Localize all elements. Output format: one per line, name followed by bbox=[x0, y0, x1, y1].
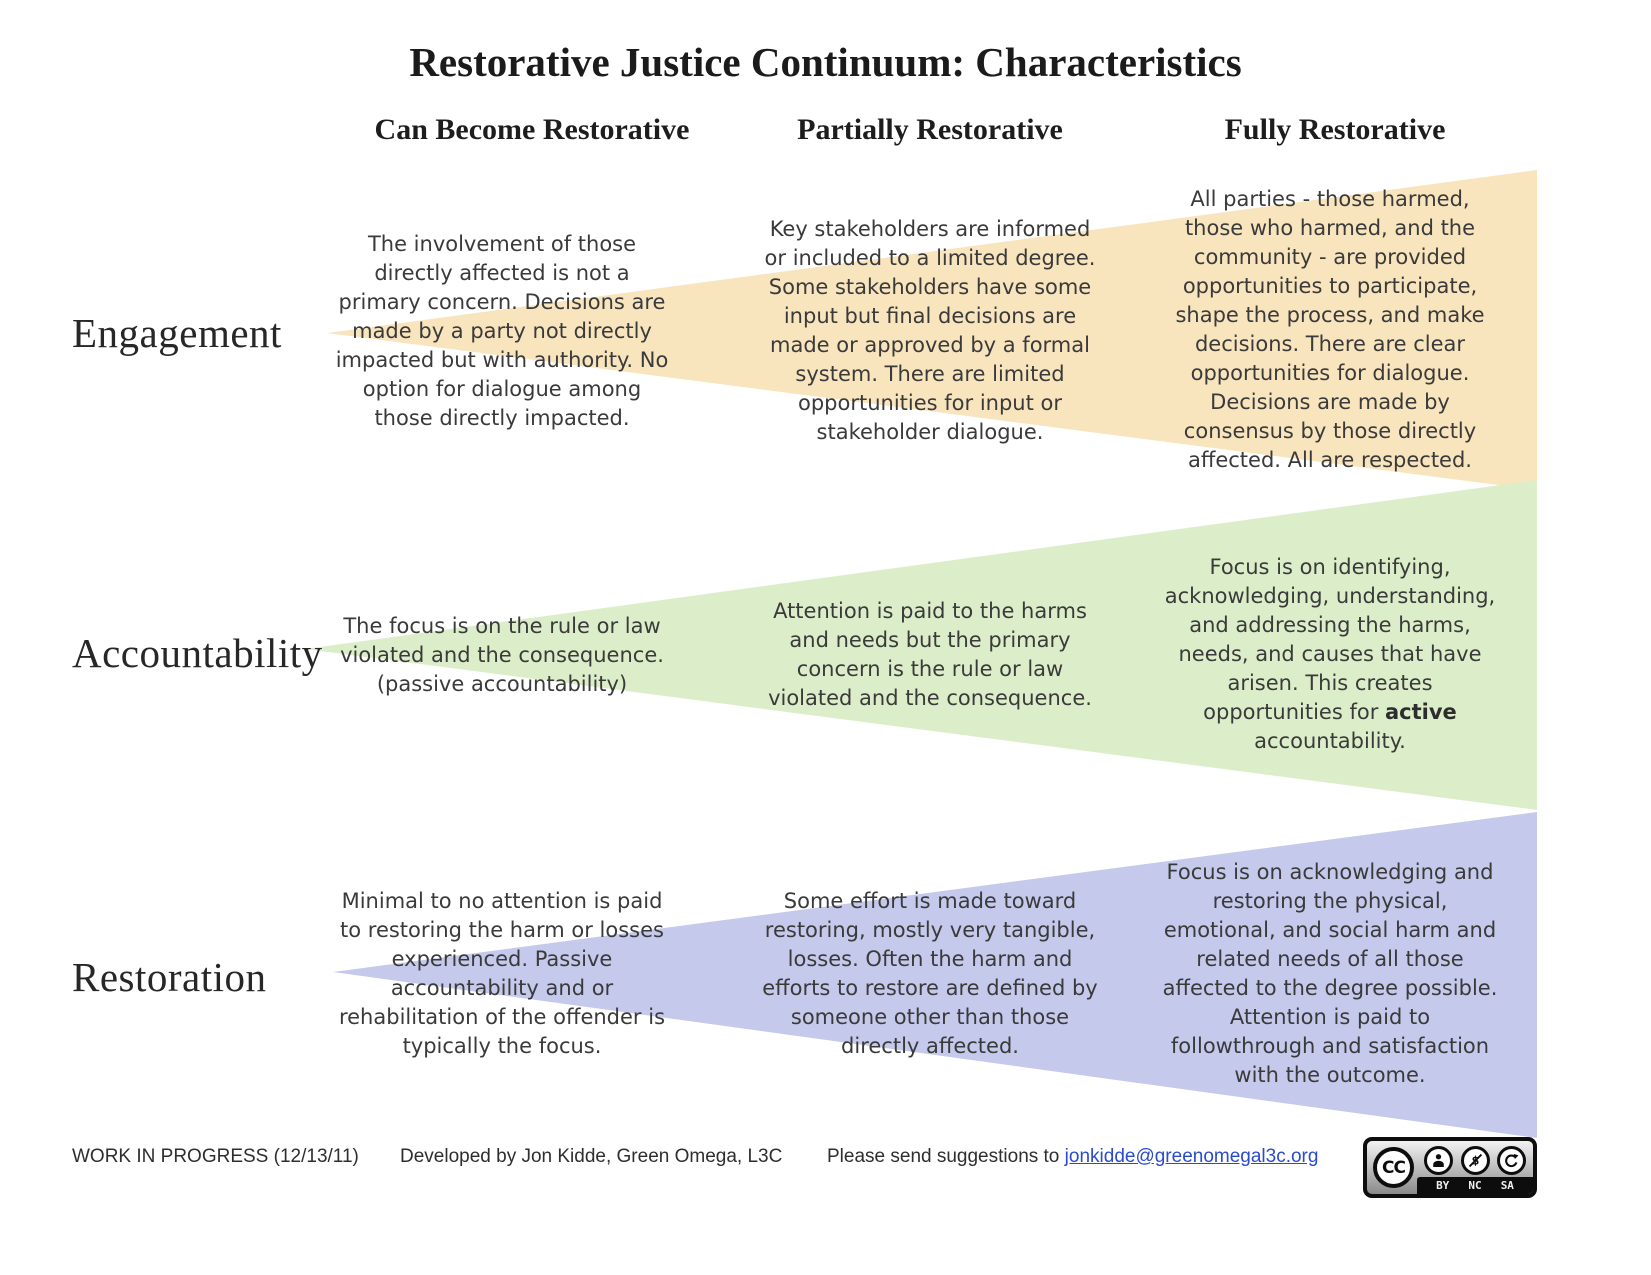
developer-credit: Developed by Jon Kidde, Green Omega, L3C bbox=[400, 1146, 783, 1167]
cell-text-before-bold: Focus is on identifying, acknowledging, … bbox=[1164, 555, 1496, 724]
cell-restoration-fully: Focus is on acknowledging and restoring … bbox=[1162, 860, 1498, 1087]
active-accountability-emphasis: active bbox=[1385, 700, 1457, 724]
cell-restoration-partially: Some effort is made toward restoring, mo… bbox=[762, 889, 1098, 1058]
cc-badge-icons: $ bbox=[1417, 1141, 1533, 1177]
cell-engagement-fully: All parties - those harmed, those who ha… bbox=[1175, 187, 1485, 472]
column-header-can-become-restorative: Can Become Restorative bbox=[374, 113, 690, 146]
restoration-wedge bbox=[333, 812, 1537, 1138]
cc-sa-label: SA bbox=[1500, 1179, 1514, 1192]
cell-accountability-can-become: The focus is on the rule or law violated… bbox=[340, 614, 664, 696]
cell-accountability-fully: Focus is on identifying, acknowledging, … bbox=[1095, 553, 1565, 756]
cc-badge-inner: CC $ bbox=[1367, 1141, 1533, 1194]
cc-badge-right: $ BY NC SA bbox=[1417, 1141, 1533, 1194]
row-label-engagement: Engagement bbox=[72, 310, 282, 356]
row-label-restoration: Restoration bbox=[72, 954, 267, 1000]
email-link[interactable]: jonkidde@greenomegal3c.org bbox=[1064, 1146, 1319, 1167]
cc-badge-labels: BY NC SA bbox=[1417, 1177, 1533, 1194]
accountability-wedge bbox=[305, 480, 1537, 810]
cc-nc-no-dollar-icon: $ bbox=[1460, 1145, 1490, 1175]
engagement-wedge bbox=[327, 170, 1537, 490]
cell-text-after-bold: accountability. bbox=[1254, 729, 1406, 753]
cc-by-person-icon bbox=[1424, 1145, 1454, 1175]
suggestions-label: Please send suggestions to bbox=[827, 1146, 1065, 1167]
cc-by-label: BY bbox=[1436, 1179, 1450, 1192]
column-header-partially-restorative: Partially Restorative bbox=[797, 113, 1063, 146]
work-in-progress-status: WORK IN PROGRESS (12/13/11) bbox=[72, 1146, 359, 1167]
cell-engagement-can-become: The involvement of those directly affect… bbox=[335, 232, 669, 430]
cc-sa-share-alike-icon bbox=[1496, 1145, 1526, 1175]
cell-restoration-can-become: Minimal to no attention is paid to resto… bbox=[338, 889, 666, 1058]
page-title: Restorative Justice Continuum: Character… bbox=[409, 39, 1242, 85]
column-header-fully-restorative: Fully Restorative bbox=[1224, 113, 1446, 146]
cc-logo-icon: CC bbox=[1373, 1147, 1414, 1188]
footer: WORK IN PROGRESS (12/13/11) Developed by… bbox=[0, 1146, 1651, 1172]
cc-nc-label: NC bbox=[1468, 1179, 1482, 1192]
row-label-accountability: Accountability bbox=[72, 630, 323, 676]
cell-accountability-partially: Attention is paid to the harms and needs… bbox=[768, 599, 1092, 710]
cell-engagement-partially: Key stakeholders are informed or include… bbox=[764, 217, 1096, 444]
suggestions-text: Please send suggestions to jonkidde@gree… bbox=[827, 1146, 1318, 1168]
cc-license-badge[interactable]: CC $ bbox=[1363, 1137, 1537, 1198]
